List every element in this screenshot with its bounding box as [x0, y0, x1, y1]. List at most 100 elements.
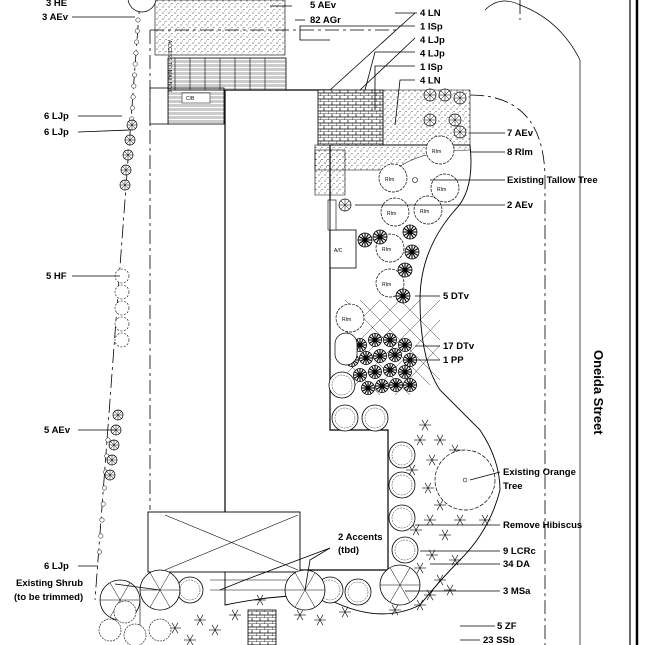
da-plant-icon	[439, 529, 451, 541]
drawing-frame	[629, 0, 639, 645]
ljp-plant-icon	[101, 485, 107, 491]
side-wall	[149, 87, 169, 125]
label-9lcrc: 9 LCRc	[503, 546, 536, 557]
label-2-accents: 2 Accents	[338, 532, 383, 543]
aev-plant-icon	[438, 88, 452, 102]
ac-tag: A/C	[334, 248, 343, 254]
label-right-top-item: 4 LN	[420, 8, 441, 19]
rim-plant-icon: RIm	[378, 163, 408, 193]
aev-plant-icon	[448, 113, 462, 127]
dtv-plant-icon	[368, 365, 382, 379]
lcrc-plant-icon	[328, 371, 356, 399]
pp-plant-icon	[334, 332, 358, 366]
da-plant-icon	[419, 419, 431, 431]
dtv-plant-icon	[388, 348, 402, 362]
da-plant-icon	[209, 624, 221, 636]
da-plant-icon	[194, 614, 206, 626]
da-plant-icon	[410, 524, 422, 536]
rim-plant-icon: RIm	[425, 135, 455, 165]
label-right-top-item: 1 ISp	[420, 22, 443, 33]
da-plant-icon	[434, 434, 446, 446]
aev-plant-icon	[338, 198, 352, 212]
label-existing-orange-2: Tree	[503, 481, 523, 492]
ljp-plant-icon	[133, 50, 139, 56]
svg-text:RIm: RIm	[432, 149, 441, 155]
label-accents-tbd: (tbd)	[338, 545, 359, 556]
da-plant-icon	[339, 606, 351, 618]
ljp-plant-icon	[99, 517, 105, 523]
label-existing-shrub: Existing Shrub	[16, 578, 83, 589]
ljp-plant-icon	[105, 437, 111, 443]
svg-text:RIm: RIm	[420, 209, 429, 215]
dtv-plant-icon	[373, 349, 387, 363]
da-plant-icon	[254, 594, 266, 606]
dtv-plant-icon	[389, 378, 403, 392]
label-5hf: 5 HF	[46, 271, 67, 282]
hf-plant-icon	[114, 284, 130, 300]
leader-lines	[72, 5, 505, 641]
rim-plant-icon: RIm	[413, 195, 443, 225]
courtyard-x	[164, 514, 299, 571]
ljp-plant-icon	[131, 83, 137, 89]
dtv-plant-icon	[403, 378, 417, 392]
ljp-plant-group	[97, 17, 141, 555]
utility-box	[327, 199, 337, 231]
aev-plant-icon	[423, 88, 437, 102]
aev-plant-icon	[106, 454, 118, 466]
dtv-plant-group	[334, 224, 420, 395]
ljp-plant-icon	[129, 105, 135, 111]
ac-unit	[329, 229, 357, 269]
gate-area	[167, 57, 287, 91]
existing-shrub-icon	[113, 600, 137, 624]
label-right-top-item: 4 LN	[420, 76, 441, 87]
side-deck	[167, 87, 225, 125]
aev-plant-icon	[112, 409, 124, 421]
ljp-plant-icon	[134, 39, 140, 45]
existing-shrub-icon	[123, 623, 147, 645]
brick-paving	[317, 89, 384, 146]
da-plant-icon	[424, 514, 436, 526]
aev-plant-icon	[126, 119, 138, 131]
aev-plant-icon	[423, 113, 437, 127]
aev-plant-icon	[122, 149, 134, 161]
dtv-plant-icon	[398, 338, 412, 352]
da-plant-icon	[389, 604, 401, 616]
hf-plant-icon	[114, 332, 130, 348]
label-existing-orange: Existing Orange	[503, 467, 576, 478]
label-existing-tallow: Existing Tallow Tree	[507, 175, 598, 186]
label-23ssb: 23 SSb	[483, 635, 515, 645]
label-3aev: 3 AEv	[42, 12, 69, 23]
lcrc-plant-group	[176, 371, 419, 606]
da-plant-icon	[434, 499, 446, 511]
he-plant-icon	[127, 0, 157, 13]
existing-shrub-icon	[148, 618, 172, 642]
svg-text:RIm: RIm	[382, 282, 391, 288]
msa-plant-icon	[379, 564, 421, 606]
da-plant-icon	[422, 482, 434, 494]
lcrc-plant-icon	[388, 504, 416, 532]
dtv-plant-icon	[368, 333, 382, 347]
ljp-plant-icon	[100, 501, 106, 507]
ljp-plant-icon	[135, 17, 141, 23]
da-plant-icon	[229, 609, 241, 621]
aev-plant-group	[104, 88, 467, 481]
svg-text:RIm: RIm	[382, 247, 391, 253]
aev-plant-icon	[119, 179, 131, 191]
label-5zf: 5 ZF	[497, 621, 517, 632]
label-existing-shrub-note: (to be trimmed)	[14, 592, 83, 603]
lcrc-plant-icon	[361, 404, 389, 432]
da-plant-icon	[314, 614, 326, 626]
lcrc-plant-icon	[344, 578, 372, 606]
label-5aev-top: 5 AEv	[310, 0, 337, 11]
ljp-plant-icon	[98, 533, 104, 539]
dtv-plant-icon	[359, 351, 373, 365]
aev-plant-icon	[120, 164, 132, 176]
label-5dtv: 5 DTv	[443, 291, 470, 302]
svg-text:RIm: RIm	[437, 187, 446, 193]
ljp-plant-icon	[97, 549, 103, 555]
label-5aev-left: 5 AEv	[44, 425, 71, 436]
da-plant-icon	[479, 514, 491, 526]
